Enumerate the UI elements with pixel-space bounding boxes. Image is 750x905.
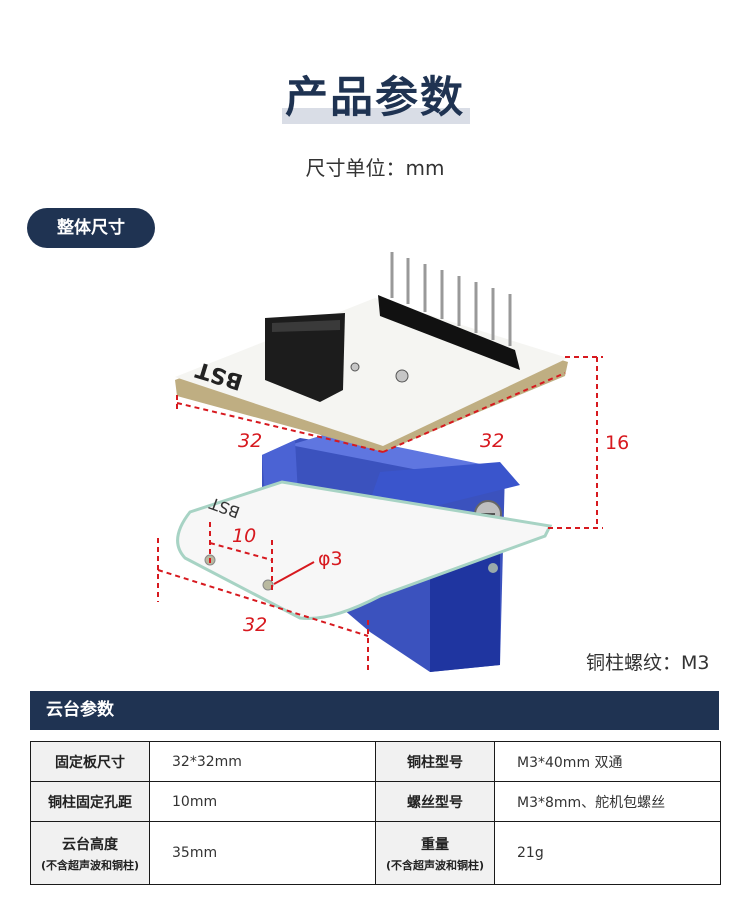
dim-bottom-width: 32 bbox=[243, 614, 268, 636]
spec-table: 固定板尺寸 32*32mm 铜柱型号 M3*40mm 双通 铜柱固定孔距 10m… bbox=[30, 741, 721, 885]
hole-leader bbox=[273, 561, 315, 585]
spec-label: 重量 (不含超声波和铜柱) bbox=[375, 821, 495, 885]
bottom-plate: BST bbox=[176, 480, 553, 620]
spec-label: 固定板尺寸 bbox=[30, 741, 150, 782]
spec-value: 35mm bbox=[149, 821, 376, 885]
spec-label-note: (不含超声波和铜柱) bbox=[385, 858, 485, 872]
thread-note: 铜柱螺纹：M3 bbox=[586, 652, 710, 674]
spec-section-title: 云台参数 bbox=[30, 691, 719, 730]
spec-value: 10mm bbox=[149, 781, 376, 822]
pin-header bbox=[378, 252, 520, 370]
spec-value: 32*32mm bbox=[149, 741, 376, 782]
page-title: 产品参数 bbox=[285, 73, 465, 123]
section-pill: 整体尺寸 bbox=[27, 208, 155, 248]
spec-label: 云台高度 (不含超声波和铜柱) bbox=[30, 821, 150, 885]
dim-height: 16 bbox=[605, 432, 630, 454]
dim-top-width: 32 bbox=[238, 430, 263, 452]
title-container: 产品参数 bbox=[0, 70, 750, 126]
product-illustration: BST BST bbox=[157, 252, 603, 672]
unit-text: 尺寸单位：mm bbox=[305, 156, 445, 180]
dimension-lines bbox=[157, 356, 603, 670]
table-row: 云台高度 (不含超声波和铜柱) 35mm 重量 (不含超声波和铜柱) 21g bbox=[30, 821, 721, 885]
table-row: 固定板尺寸 32*32mm 铜柱型号 M3*40mm 双通 bbox=[30, 741, 721, 782]
spec-label: 铜柱型号 bbox=[375, 741, 495, 782]
spec-label: 螺丝型号 bbox=[375, 781, 495, 822]
title-highlight bbox=[282, 108, 470, 124]
dim-hole-diameter: φ3 bbox=[318, 548, 343, 570]
product-figure: BST BST bbox=[0, 240, 750, 680]
spec-value: M3*8mm、舵机包螺丝 bbox=[494, 781, 721, 822]
spec-label-note: (不含超声波和铜柱) bbox=[40, 858, 140, 872]
dim-hole-spacing: 10 bbox=[232, 525, 257, 547]
spec-value: 21g bbox=[494, 821, 721, 885]
table-row: 铜柱固定孔距 10mm 螺丝型号 M3*8mm、舵机包螺丝 bbox=[30, 781, 721, 822]
spec-label: 铜柱固定孔距 bbox=[30, 781, 150, 822]
dim-top-depth: 32 bbox=[480, 430, 505, 452]
spec-value: M3*40mm 双通 bbox=[494, 741, 721, 782]
